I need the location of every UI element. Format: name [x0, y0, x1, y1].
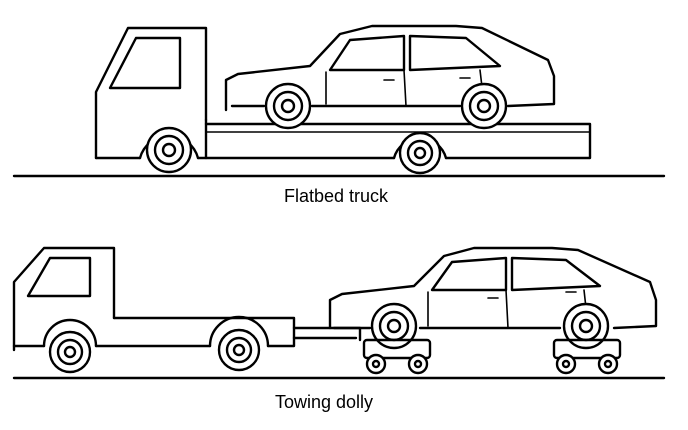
car-on-flatbed	[224, 24, 556, 130]
dolly-illustration	[12, 246, 666, 380]
flatbed-truck-caption: Flatbed truck	[283, 186, 389, 206]
dolly-rear	[552, 338, 622, 375]
towing-dolly-caption: Towing dolly	[274, 392, 374, 412]
flatbed-illustration	[12, 24, 666, 178]
flatbed-truck	[94, 26, 592, 175]
tow-truck	[12, 246, 362, 374]
dolly-front	[362, 338, 432, 375]
towed-car	[328, 246, 658, 350]
